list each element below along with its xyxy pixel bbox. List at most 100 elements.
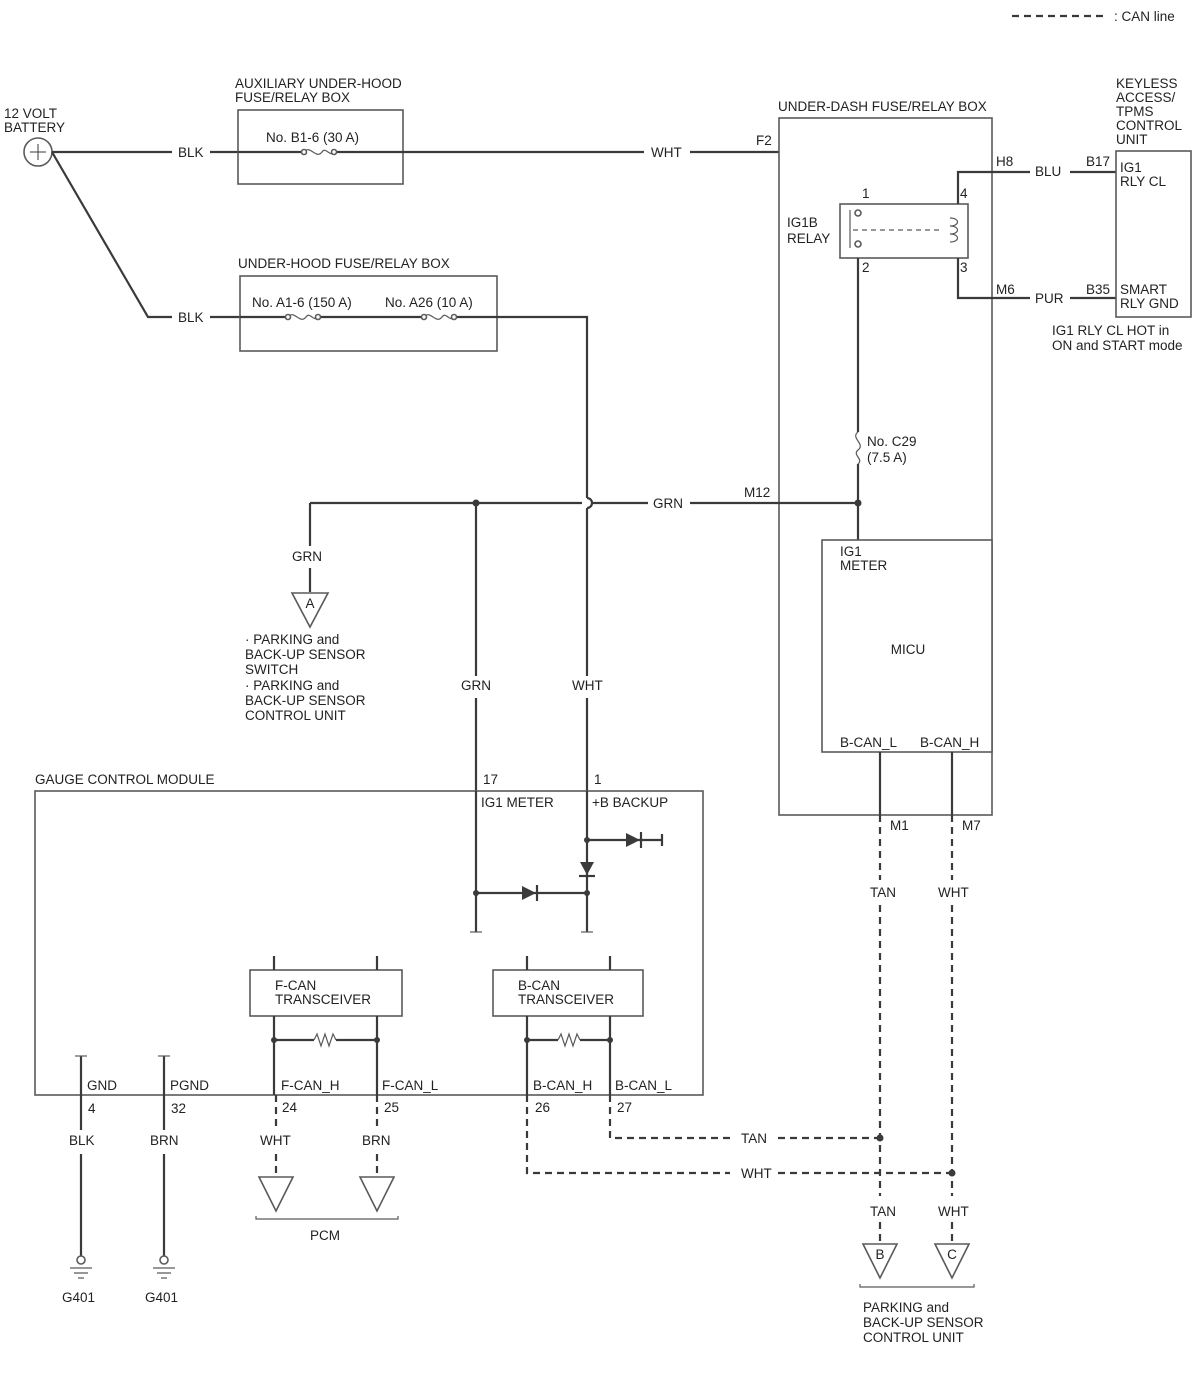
aux-box-title-line1: AUXILIARY UNDER-HOOD [235,76,402,91]
gcm-ig1-meter: IG1 METER [481,795,554,810]
gcm-gnd-label: GND [87,1078,117,1093]
pin-m12: M12 [744,485,770,500]
pin-b35: B35 [1086,282,1110,297]
gcm-pgnd-label: PGND [170,1078,209,1093]
bcan-power-stubs [525,956,612,970]
relay-pin-4: 4 [960,186,968,201]
pcm-bracket [255,1216,399,1220]
ground-g401-b-node [159,1255,169,1265]
keyless-note-line1: IG1 RLY CL HOT in [1052,323,1169,338]
ground-g401-a-symbol [70,1267,92,1279]
connector-a-item2-line2: BACK-UP SENSOR [245,693,366,708]
keyless-smart-line1: SMART [1120,282,1167,297]
battery-label-line1: 12 VOLT [4,106,57,121]
fuse-c29-label-line2: (7.5 A) [867,450,907,465]
ground-g401-a-node [76,1255,86,1265]
wire-label-pur: PUR [1035,291,1064,306]
fcan-output-lines [272,1016,379,1095]
wire-label-brn-1: BRN [150,1133,179,1148]
gcm-bcan-h-label: B-CAN_H [533,1078,592,1093]
keyless-ig1-line2: RLY CL [1120,174,1167,189]
pin-m6: M6 [996,282,1015,297]
gcm-ground-stubs [79,1056,166,1095]
wire-through-uh-box [240,315,589,498]
connector-a-item1-line3: SWITCH [245,662,298,677]
fuse-c29-label-line1: No. C29 [867,434,917,449]
fuse-a26-label: No. A26 (10 A) [385,295,473,310]
pin-gcm-27: 27 [617,1100,632,1115]
micu-ig1-line1: IG1 [840,544,862,559]
connector-a-item1-line2: BACK-UP SENSOR [245,647,366,662]
gcm-title: GAUGE CONTROL MODULE [35,772,215,787]
connector-a-item2-line3: CONTROL UNIT [245,708,346,723]
parking-unit-line1: PARKING and [863,1300,949,1315]
can-bcan-h-wht [525,1095,730,1175]
fuse-a1-6-end-a [284,313,292,321]
fuse-a26-symbol [423,314,455,320]
relay-pin-3: 3 [960,260,968,275]
connector-a-item2-line1: · PARKING and [245,678,339,693]
connector-a-symbol [290,592,330,629]
gcm-bcan-l-label: B-CAN_L [615,1078,673,1093]
fuse-b1-6-end-b [330,148,338,156]
pcm-connector-l [358,1176,396,1213]
fuse-a1-6-label: No. A1-6 (150 A) [252,295,352,310]
parking-unit-line2: BACK-UP SENSOR [863,1315,984,1330]
fuse-a1-6-end-b [314,313,322,321]
keyless-title-line3: TPMS [1116,104,1154,119]
wire-label-blk-1: BLK [178,145,204,160]
wire-label-wht-5: WHT [938,885,969,900]
diode-backup-symbol [580,862,594,875]
gcm-fcan-h-label: F-CAN_H [281,1078,340,1093]
parking-unit-line3: CONTROL UNIT [863,1330,964,1345]
keyless-title-line4: CONTROL [1116,118,1182,133]
ground-g401-b-label: G401 [145,1290,178,1305]
aux-box-title-line2: FUSE/RELAY BOX [235,90,350,105]
wire-label-grn-3: GRN [461,678,491,693]
fuse-b1-6-symbol [303,149,335,155]
relay-contact-2 [854,240,862,248]
pin-gcm-25: 25 [384,1100,399,1115]
bcan-label-line1: B-CAN [518,978,560,993]
connector-c-symbol [933,1243,971,1280]
pin-f2: F2 [756,133,772,148]
relay-label-line1: IG1B [787,215,818,230]
fuse-a26-end-a [420,313,428,321]
connector-a-letter: A [305,596,314,611]
connector-b-symbol [861,1243,899,1280]
wire-label-blu: BLU [1035,164,1061,179]
micu-bcan-h: B-CAN_H [920,735,979,750]
diode-ig1-symbol [522,886,536,900]
micu-label: MICU [891,642,926,657]
wire-relay3-m6 [956,258,1030,300]
ground-g401-b-symbol [153,1267,175,1279]
connector-c-letter: C [947,1247,957,1262]
aux-fuse-relay-box [237,109,404,185]
can-bcan-l-tan [608,1095,730,1140]
fcan-resistor-symbol [313,1032,337,1048]
relay-contact-1 [854,209,862,217]
wire-label-brn-2: BRN [362,1133,391,1148]
ud-box-title: UNDER-DASH FUSE/RELAY BOX [778,99,987,114]
fcan-label-line2: TRANSCEIVER [275,992,371,1007]
junction-fcan-h [271,1037,277,1043]
can-line-legend-label: : CAN line [1114,9,1175,24]
relay-coil-symbol [949,217,959,243]
pcm-label: PCM [310,1228,340,1243]
keyless-ig1-line1: IG1 [1120,160,1142,175]
fcan-power-stubs [272,956,379,970]
parking-unit-bracket [859,1284,975,1288]
wire-label-tan-3: TAN [870,1204,896,1219]
relay-pin-2: 2 [862,260,870,275]
junction-fcan-l [374,1037,380,1043]
relay-label-line2: RELAY [787,231,830,246]
junction-bcan-h [524,1037,530,1043]
bcan-resistor-symbol [557,1032,581,1048]
micu-bcan-l: B-CAN_L [840,735,898,750]
bcan-output-lines [525,1016,612,1095]
fuse-a26-end-b [450,313,458,321]
wire-label-wht-6: WHT [938,1204,969,1219]
fcan-transceiver [249,969,403,1017]
bcan-transceiver [492,969,644,1017]
